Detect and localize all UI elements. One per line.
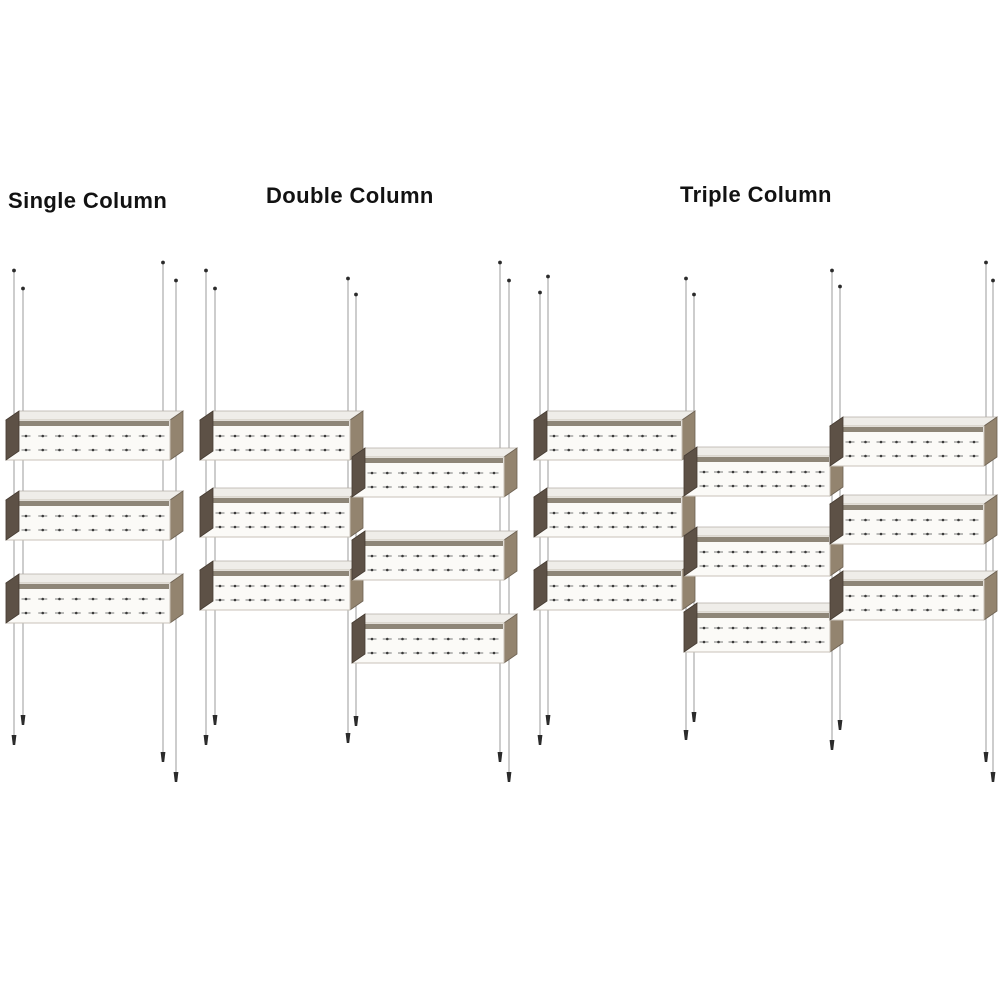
display-shelf <box>532 560 697 611</box>
cable-top-fitting-icon <box>830 268 834 273</box>
triple-column-unit <box>532 260 999 782</box>
cable-top-fitting-icon <box>174 278 178 283</box>
display-shelf <box>198 410 365 461</box>
display-shelf <box>198 487 365 538</box>
cable-top-fitting-icon <box>161 260 165 265</box>
display-shelf <box>4 410 185 461</box>
cable-bottom-fitting-icon <box>537 735 543 745</box>
cable-top-fitting-icon <box>204 268 208 273</box>
double-column-unit <box>198 260 519 782</box>
single-column-label: Single Column <box>8 188 168 213</box>
cable-top-fitting-icon <box>346 276 350 281</box>
display-shelf <box>350 447 519 498</box>
cable-bottom-fitting-icon <box>837 720 843 730</box>
cable-bottom-fitting-icon <box>829 740 835 750</box>
triple-column-label: Triple Column <box>680 182 832 207</box>
cable-bottom-fitting-icon <box>497 752 503 762</box>
cable-top-fitting-icon <box>546 274 550 279</box>
suspension-cable <box>506 278 512 782</box>
double-column-label: Double Column <box>266 183 434 208</box>
cable-bottom-fitting-icon <box>20 715 26 725</box>
display-shelf <box>828 570 999 621</box>
cable-top-fitting-icon <box>838 284 842 289</box>
cable-top-fitting-icon <box>213 286 217 291</box>
cable-bottom-fitting-icon <box>160 752 166 762</box>
display-shelf <box>532 487 697 538</box>
display-shelf <box>682 446 845 497</box>
display-shelf <box>682 602 845 653</box>
cable-bottom-fitting-icon <box>545 715 551 725</box>
cable-top-fitting-icon <box>21 286 25 291</box>
cable-top-fitting-icon <box>507 278 511 283</box>
display-shelf <box>198 560 365 611</box>
display-shelf <box>4 490 185 541</box>
cable-top-fitting-icon <box>498 260 502 265</box>
cable-bottom-fitting-icon <box>990 772 996 782</box>
cable-bottom-fitting-icon <box>683 730 689 740</box>
display-shelf <box>532 410 697 461</box>
cable-bottom-fitting-icon <box>203 735 209 745</box>
display-shelf <box>682 526 845 577</box>
cable-bottom-fitting-icon <box>691 712 697 722</box>
suspension-cable <box>497 260 503 762</box>
cable-top-fitting-icon <box>991 278 995 283</box>
cable-top-fitting-icon <box>538 290 542 295</box>
cable-top-fitting-icon <box>354 292 358 297</box>
display-shelf <box>828 494 999 545</box>
single-column-unit <box>4 260 185 782</box>
cable-top-fitting-icon <box>984 260 988 265</box>
display-shelf <box>828 416 999 467</box>
cable-top-fitting-icon <box>684 276 688 281</box>
display-shelf <box>350 530 519 581</box>
display-shelf <box>4 573 185 624</box>
cable-bottom-fitting-icon <box>11 735 17 745</box>
cable-bottom-fitting-icon <box>506 772 512 782</box>
cable-bottom-fitting-icon <box>212 715 218 725</box>
cable-top-fitting-icon <box>12 268 16 273</box>
display-shelf <box>350 613 519 664</box>
cable-bottom-fitting-icon <box>345 733 351 743</box>
cable-top-fitting-icon <box>692 292 696 297</box>
cable-bottom-fitting-icon <box>983 752 989 762</box>
cable-bottom-fitting-icon <box>173 772 179 782</box>
cable-bottom-fitting-icon <box>353 716 359 726</box>
